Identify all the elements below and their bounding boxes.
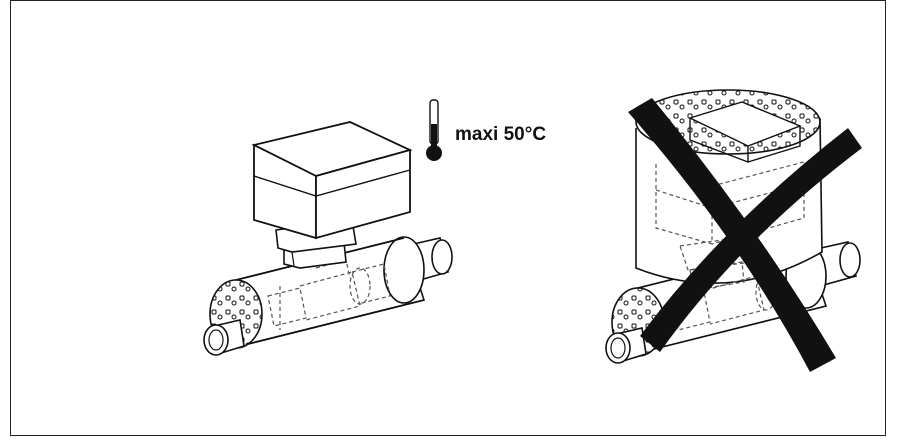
incorrect-installation <box>605 89 862 372</box>
pipe-left-right-valve <box>605 327 647 364</box>
correct-installation <box>203 121 453 356</box>
thermometer-icon <box>426 99 442 161</box>
hidden-valve-body-left <box>267 259 391 330</box>
pipe-left-left-valve <box>203 319 245 356</box>
actuator-head <box>251 121 413 240</box>
max-temperature-label: maxi 50°C <box>455 124 546 145</box>
cross-out-icon <box>628 98 862 372</box>
